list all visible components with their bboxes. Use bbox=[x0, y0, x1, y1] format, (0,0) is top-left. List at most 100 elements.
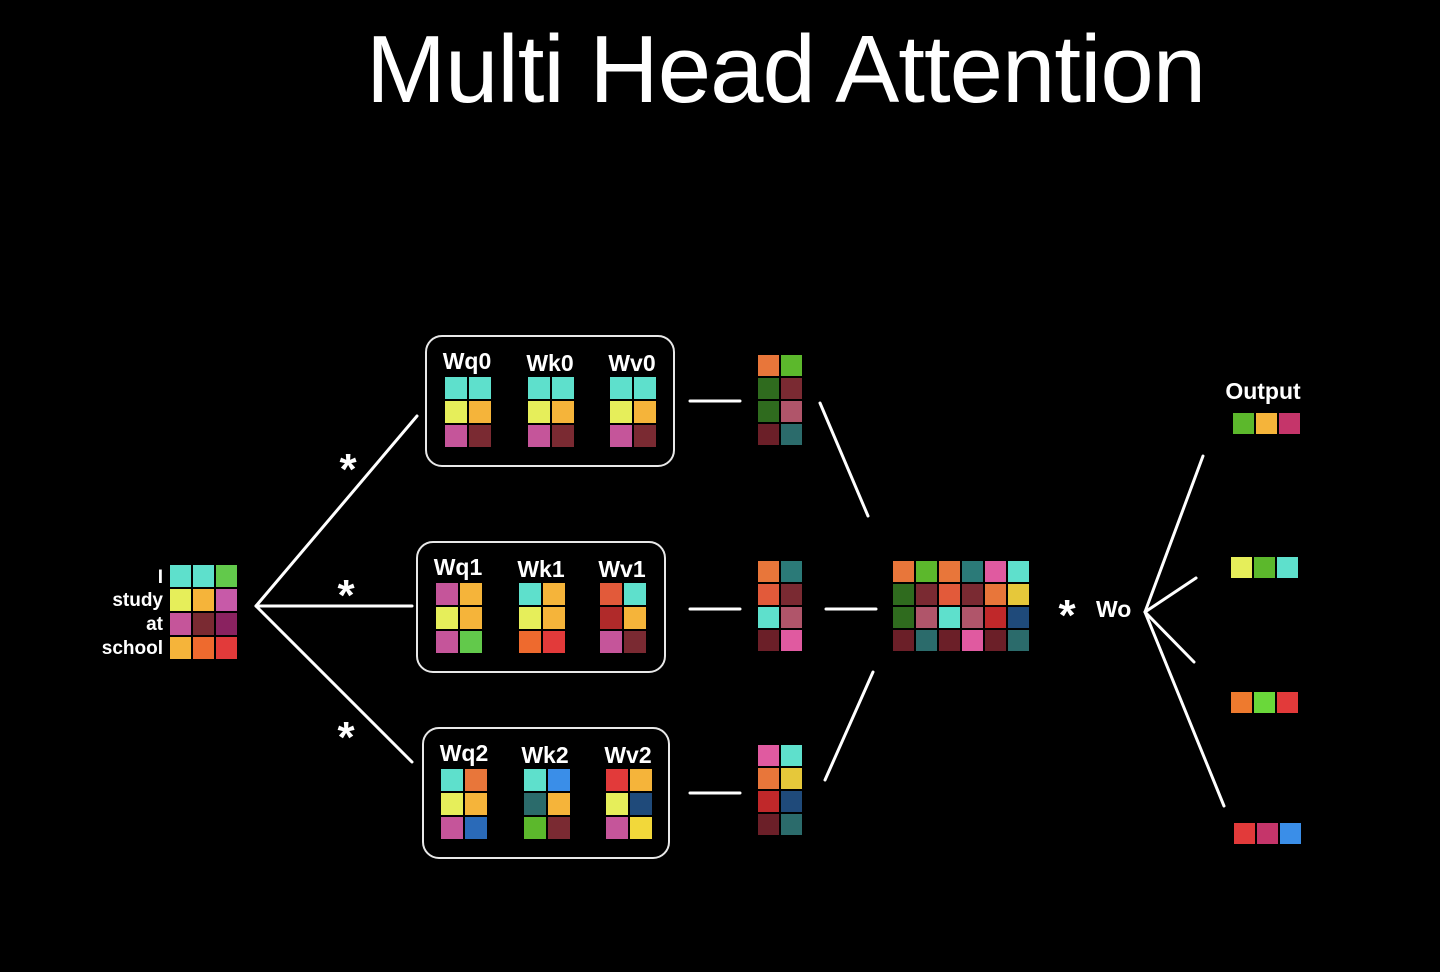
head-2-weight-matrix-0-cell bbox=[465, 817, 487, 839]
head-1-weight-matrix-2 bbox=[600, 583, 646, 653]
head-0-weight-matrix-2-cell bbox=[634, 425, 656, 447]
head-1-weight-matrix-2-cell bbox=[600, 607, 622, 629]
concat-matrix-cell bbox=[1008, 584, 1029, 605]
weight-label-wv0: Wv0 bbox=[608, 350, 655, 376]
head-1-weight-matrix-0-cell bbox=[436, 631, 458, 653]
head-0-weight-matrix-1 bbox=[528, 377, 574, 447]
matrix-cells bbox=[170, 355, 1301, 844]
input-matrix-cell bbox=[193, 637, 214, 659]
head-0-z-matrix-cell bbox=[758, 378, 779, 399]
head-1-weight-matrix-0-cell bbox=[436, 583, 458, 605]
concat-matrix-cell bbox=[916, 630, 937, 651]
concat-matrix-cell bbox=[893, 561, 914, 582]
head-2-z-matrix-cell bbox=[781, 814, 802, 835]
head-1-z-matrix-cell bbox=[781, 584, 802, 605]
head-2-weight-matrix-0-cell bbox=[441, 793, 463, 815]
output-row-3-cell bbox=[1257, 823, 1278, 844]
concat-matrix-cell bbox=[1008, 561, 1029, 582]
head-2-weight-matrix-2-cell bbox=[630, 793, 652, 815]
output-row-0-cell bbox=[1279, 413, 1300, 434]
head-2-weight-matrix-1-cell bbox=[548, 793, 570, 815]
head-0-weight-matrix-0 bbox=[445, 377, 491, 447]
output-row-1-cell bbox=[1231, 557, 1252, 578]
line-wo-output0 bbox=[1143, 454, 1205, 614]
head-0-weight-matrix-1-cell bbox=[552, 401, 574, 423]
head-1-weight-matrix-0-cell bbox=[460, 631, 482, 653]
head-0-weight-matrix-2-cell bbox=[634, 401, 656, 423]
head-2-z-matrix-cell bbox=[781, 745, 802, 766]
multiply-operator-head1: * bbox=[337, 571, 355, 620]
head-2-weight-matrix-2-cell bbox=[606, 769, 628, 791]
head-2-weight-matrix-2-cell bbox=[630, 817, 652, 839]
head-1-z-matrix-cell bbox=[781, 561, 802, 582]
head-0-weight-matrix-0-cell bbox=[445, 377, 467, 399]
head-0-weight-matrix-2-cell bbox=[610, 401, 632, 423]
line-z0-concat bbox=[818, 401, 870, 518]
head-1-z-matrix bbox=[758, 561, 802, 651]
head-2-weight-matrix-0-cell bbox=[441, 817, 463, 839]
head-1-weight-matrix-0 bbox=[436, 583, 482, 653]
head-0-weight-matrix-0-cell bbox=[469, 425, 491, 447]
line-input-head0 bbox=[254, 414, 419, 608]
multiply-operator-wo: * bbox=[1058, 591, 1076, 640]
head-2-z-matrix-cell bbox=[758, 745, 779, 766]
head-1-weight-matrix-1-cell bbox=[543, 607, 565, 629]
head-2-weight-matrix-1-cell bbox=[524, 817, 546, 839]
output-row-1-cell bbox=[1254, 557, 1275, 578]
head-1-weight-matrix-2-cell bbox=[624, 583, 646, 605]
weight-label-wv2: Wv2 bbox=[604, 742, 651, 768]
multiply-operator-head2: * bbox=[337, 713, 355, 762]
line-wo-output1 bbox=[1143, 576, 1198, 614]
concat-matrix-cell bbox=[893, 607, 914, 628]
head-1-weight-matrix-1-cell bbox=[519, 631, 541, 653]
head-0-z-matrix bbox=[758, 355, 802, 445]
head-2-z-matrix-cell bbox=[781, 791, 802, 812]
head-1-box bbox=[416, 541, 666, 673]
input-matrix-cell bbox=[216, 637, 237, 659]
weight-label-wv1: Wv1 bbox=[598, 556, 646, 582]
head-2-weight-matrix-2-cell bbox=[630, 769, 652, 791]
head-2-z-matrix-cell bbox=[758, 814, 779, 835]
head-1-z-matrix-cell bbox=[758, 607, 779, 628]
concat-matrix-cell bbox=[939, 561, 960, 582]
output-row-3-cell bbox=[1234, 823, 1255, 844]
head-2-weight-matrix-1-cell bbox=[548, 769, 570, 791]
head-2-z-matrix-cell bbox=[758, 768, 779, 789]
head-1-z-matrix-cell bbox=[758, 584, 779, 605]
concat-matrix-cell bbox=[916, 561, 937, 582]
head-1-weight-matrix-1-cell bbox=[543, 631, 565, 653]
head-2-weight-matrix-1 bbox=[524, 769, 570, 839]
head-2-weight-matrix-2-cell bbox=[606, 793, 628, 815]
output-row-2-cell bbox=[1254, 692, 1275, 713]
head-2-weight-matrix-1-cell bbox=[524, 769, 546, 791]
output-row-0-cell bbox=[1256, 413, 1277, 434]
input-matrix-cell bbox=[170, 637, 191, 659]
line-input-head2 bbox=[254, 604, 414, 764]
output-row-0-cell bbox=[1233, 413, 1254, 434]
concat-matrix-cell bbox=[893, 584, 914, 605]
head-0-z-matrix-cell bbox=[781, 355, 802, 376]
head-1-weight-matrix-0-cell bbox=[460, 607, 482, 629]
head-0-weight-matrix-2-cell bbox=[610, 425, 632, 447]
head-2-weight-matrix-1-cell bbox=[524, 793, 546, 815]
input-word-label: study bbox=[112, 590, 163, 611]
head-0-z-matrix-cell bbox=[781, 424, 802, 445]
head-1-weight-matrix-0-cell bbox=[460, 583, 482, 605]
head-0-weight-matrix-0-cell bbox=[469, 401, 491, 423]
input-matrix-cell bbox=[170, 565, 191, 587]
output-label: Output bbox=[1225, 378, 1301, 404]
head-2-z-matrix bbox=[758, 745, 802, 835]
concat-matrix-cell bbox=[985, 607, 1006, 628]
head-weight-labels: Wq0 Wk0 Wv0 Wq1 Wk1 Wv1 Wq2 Wk2 Wv2 bbox=[434, 348, 656, 768]
head-0-weight-matrix-1-cell bbox=[552, 377, 574, 399]
weight-label-wk0: Wk0 bbox=[526, 350, 573, 376]
line-z2-concat bbox=[823, 670, 875, 782]
head-0-box bbox=[425, 335, 675, 467]
weight-label-wk2: Wk2 bbox=[521, 742, 568, 768]
weight-label-wq1: Wq1 bbox=[434, 554, 483, 580]
head-0-weight-matrix-0-cell bbox=[469, 377, 491, 399]
head-2-weight-matrix-2-cell bbox=[606, 817, 628, 839]
head-2-weight-matrix-0-cell bbox=[465, 793, 487, 815]
input-matrix-cell bbox=[193, 565, 214, 587]
